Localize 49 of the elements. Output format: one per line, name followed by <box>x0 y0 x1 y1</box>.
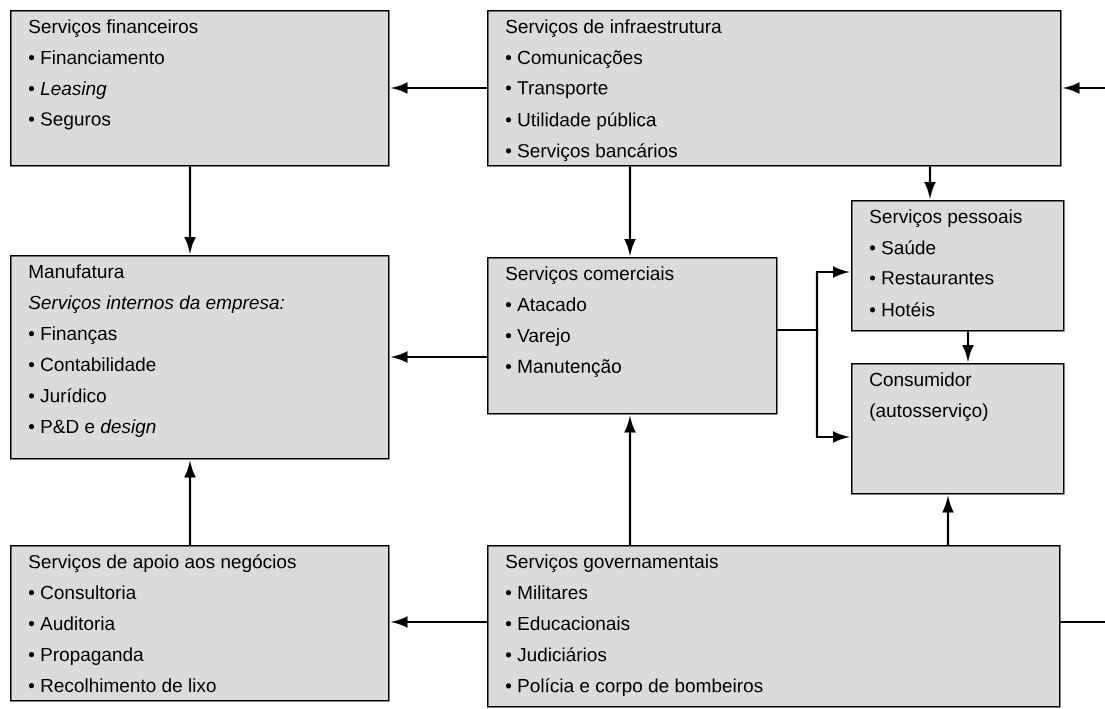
list-item: • Transporte <box>505 81 608 99</box>
list-item: Serviços internos da empresa: <box>28 295 284 313</box>
list-item: • Manutenção <box>505 359 621 377</box>
box-heading: Serviços de apoio aos negócios <box>29 554 296 573</box>
box-heading: Serviços governamentais <box>506 554 718 572</box>
service-box <box>487 545 1061 708</box>
arrow <box>777 328 847 443</box>
list-item: • Serviços bancários <box>505 143 677 162</box>
box-heading: Manufatura <box>29 264 125 279</box>
service-box <box>10 10 390 167</box>
list-item: • Jurídico <box>28 388 106 403</box>
list-item: • Saúde <box>869 240 936 255</box>
list-item: • Utilidade pública <box>505 112 657 131</box>
list-item: • Propaganda <box>28 647 144 665</box>
box-heading: Serviços de infraestrutura <box>506 19 722 37</box>
service-box <box>10 545 390 702</box>
list-item: • Judiciários <box>505 647 607 662</box>
service-box <box>851 363 1065 495</box>
list-item: • Leasing <box>28 81 107 99</box>
box-heading: Consumidor (autosserviço) <box>870 372 988 421</box>
arrow <box>1066 82 1105 94</box>
service-box <box>487 10 1062 167</box>
list-item: • Auditoria <box>28 616 116 631</box>
box-heading: Serviços comerciais <box>506 266 674 284</box>
list-item: • Seguros <box>28 112 111 130</box>
list-item: • Financiamento <box>28 50 164 65</box>
list-item: • Hotéis <box>869 302 935 317</box>
list-item: • P&D e design <box>28 419 156 437</box>
service-box <box>487 257 778 415</box>
arrow <box>624 166 636 253</box>
list-item: • Restaurantes <box>869 271 994 285</box>
list-item: • Varejo <box>505 328 570 346</box>
service-box <box>10 255 390 460</box>
list-item: • Polícia e corpo de bombeiros <box>505 678 763 697</box>
box-heading: Serviços financeiros <box>29 19 198 37</box>
list-item: • Recolhimento de lixo <box>28 678 216 693</box>
arrow <box>924 166 936 196</box>
list-item: • Comunicações <box>505 50 643 68</box>
list-item: • Educacionais <box>505 616 630 631</box>
service-box <box>851 200 1065 332</box>
list-item: • Contabilidade <box>28 357 156 372</box>
box-heading: Serviços pessoais <box>870 209 1022 227</box>
list-item: • Militares <box>505 585 588 600</box>
arrow <box>962 331 974 359</box>
arrow <box>394 351 487 363</box>
list-item: • Finanças <box>28 326 117 344</box>
arrow <box>184 166 196 251</box>
list-item: • Atacado <box>505 297 587 312</box>
list-item: • Consultoria <box>28 585 137 600</box>
